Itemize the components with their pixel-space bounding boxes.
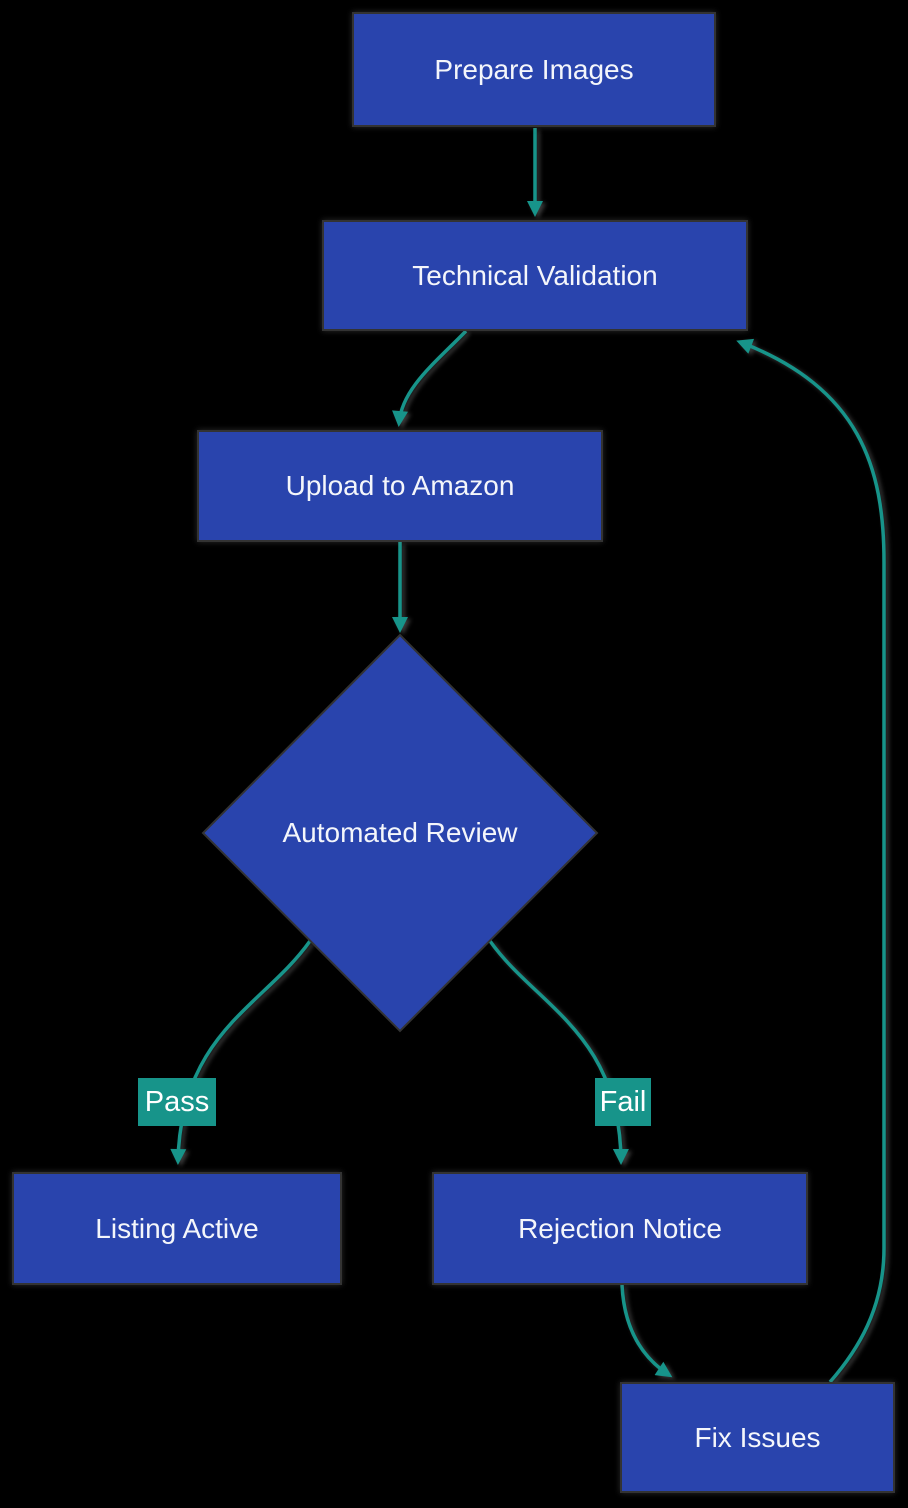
edge-review-to-rejection-fail — [488, 939, 629, 1165]
node-technical-validation: Technical Validation — [322, 220, 748, 331]
node-rejection-notice: Rejection Notice — [432, 1172, 808, 1285]
node-label: Automated Review — [282, 817, 518, 848]
edge-label-text: Pass — [144, 1085, 210, 1118]
node-automated-review: Automated Review — [220, 806, 580, 860]
node-label: Fix Issues — [694, 1421, 821, 1453]
node-label: Prepare Images — [434, 53, 634, 85]
edge-rejection-to-fix — [620, 1284, 673, 1378]
node-label: Technical Validation — [412, 259, 658, 291]
edge-label-text: Fail — [599, 1085, 647, 1118]
node-upload-to-amazon: Upload to Amazon — [197, 430, 603, 542]
edge-tech-to-upload — [392, 329, 468, 427]
node-label: Rejection Notice — [518, 1212, 722, 1244]
node-shape-automated-review — [201, 633, 599, 1033]
node-fix-issues: Fix Issues — [620, 1382, 895, 1493]
node-label: Upload to Amazon — [285, 470, 515, 501]
edge-label-pass: Pass — [138, 1078, 216, 1126]
node-label: Listing Active — [95, 1212, 259, 1244]
node-listing-active: Listing Active — [12, 1172, 342, 1285]
edge-review-to-listing-pass — [170, 939, 312, 1165]
edge-label-fail: Fail — [595, 1078, 651, 1126]
node-prepare-images: Prepare Images — [352, 12, 716, 127]
edge-fix-to-tech-loop — [736, 338, 886, 1384]
